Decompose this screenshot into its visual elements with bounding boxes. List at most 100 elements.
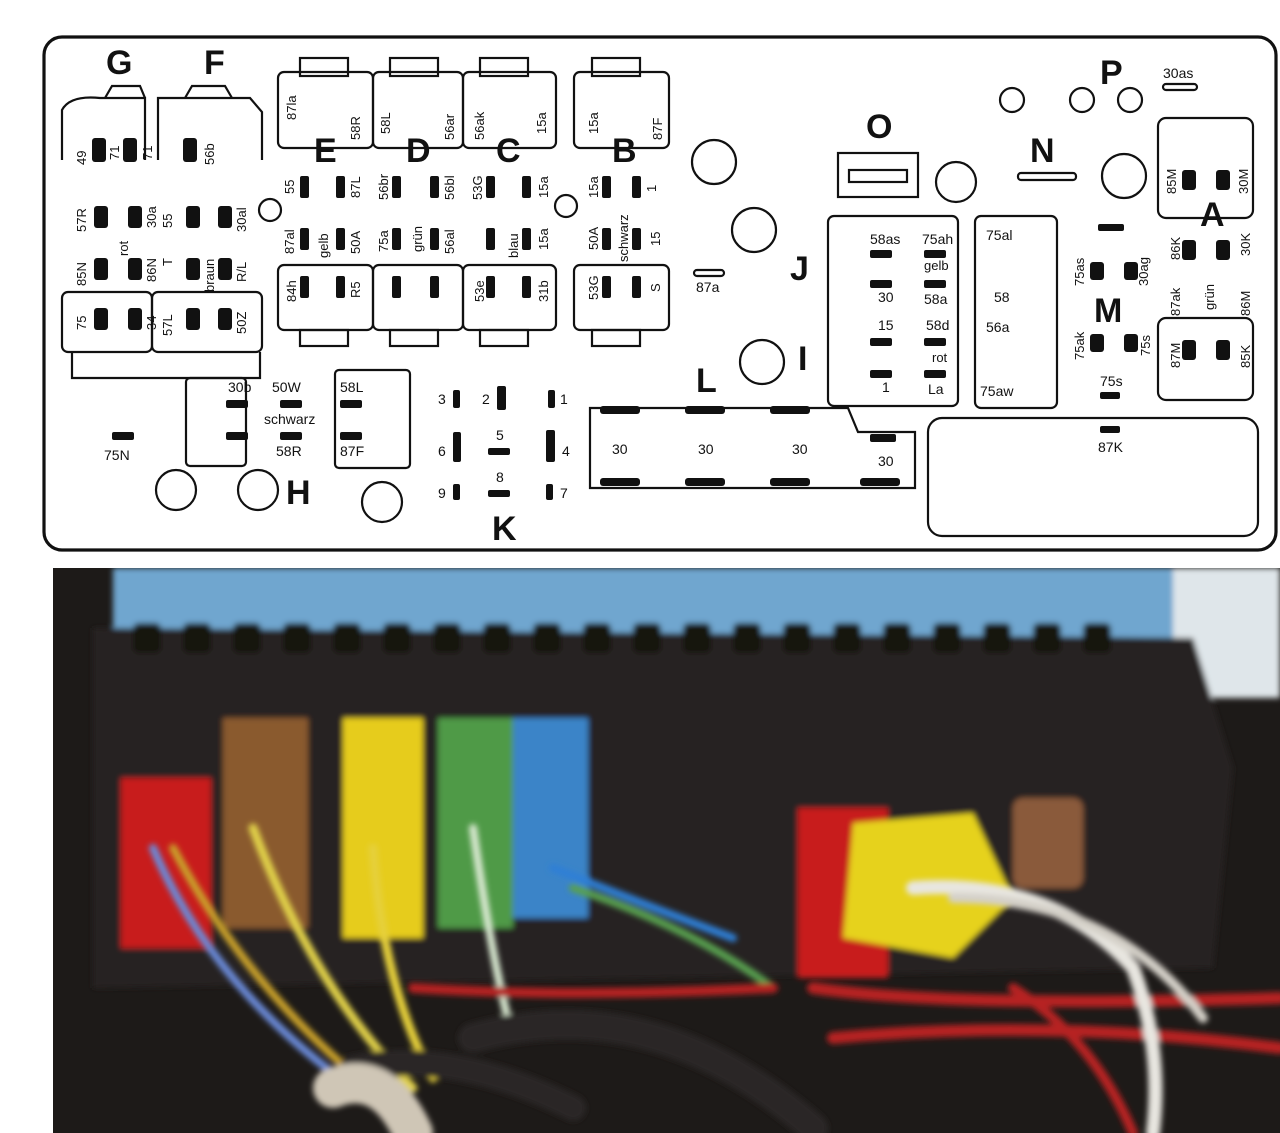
pin-label: 1 xyxy=(882,379,890,395)
pin-label: 87M xyxy=(1168,343,1183,368)
letter-M: M xyxy=(1094,292,1122,330)
pin-label: 50A xyxy=(348,231,363,254)
pin-label: 15a xyxy=(536,228,551,250)
pin-label: 53G xyxy=(470,175,485,200)
pin-label: 30b xyxy=(228,379,252,395)
pin-label: 55 xyxy=(160,214,175,228)
relay-B-top-housing xyxy=(572,70,671,150)
busbar-L xyxy=(588,406,917,490)
relay-H-housing-left xyxy=(184,376,248,468)
hole xyxy=(1100,152,1148,200)
pin-label: 30K xyxy=(1238,233,1253,256)
pin-label: 15 xyxy=(878,317,894,333)
letter-D: D xyxy=(406,132,431,170)
letter-L: L xyxy=(696,362,717,400)
color-label: grün xyxy=(1202,284,1217,310)
letter-G: G xyxy=(106,44,132,82)
terminal xyxy=(186,206,200,228)
letter-J: J xyxy=(790,250,809,288)
pin-label: 57R xyxy=(74,208,89,232)
k-number: 4 xyxy=(562,443,570,459)
pin-label: 50A xyxy=(586,227,601,250)
red-connector xyxy=(121,778,211,948)
hole xyxy=(154,468,198,512)
brown-relay xyxy=(1013,798,1083,888)
pin-label: 15a xyxy=(536,176,551,198)
pin-label: 15a xyxy=(534,112,549,134)
letter-E: E xyxy=(314,132,337,170)
busbar-label: 30 xyxy=(878,453,894,469)
pin-label: 34 xyxy=(144,316,159,330)
color-label: braun xyxy=(202,259,217,292)
hole xyxy=(998,86,1026,114)
letter-H: H xyxy=(286,474,311,512)
pin-label: 75as xyxy=(1072,257,1087,286)
brown-connector xyxy=(223,718,308,928)
color-label: rot xyxy=(932,350,948,365)
letter-O: O xyxy=(866,108,892,146)
terminal xyxy=(218,206,232,228)
relay-O-socket xyxy=(836,151,920,199)
k-number: 7 xyxy=(560,485,568,501)
pin-label: 30ag xyxy=(1136,257,1151,286)
pin-label: 84h xyxy=(284,280,299,302)
hole xyxy=(1116,86,1144,114)
letter-B: B xyxy=(612,132,637,170)
pin-label: 86N xyxy=(144,258,159,282)
pin-label: 58as xyxy=(870,231,900,247)
k-number: 6 xyxy=(438,443,446,459)
pin-label: 56ak xyxy=(472,111,487,140)
pin-label: 87a xyxy=(696,279,720,295)
k-number: 1 xyxy=(560,391,568,407)
relay-D-lower-housing xyxy=(371,263,465,332)
slot-87a xyxy=(692,268,726,278)
pin-label: 56al xyxy=(442,229,457,254)
pin-label: 30as xyxy=(1163,65,1193,81)
pin-label: 58R xyxy=(348,116,363,140)
k-number: 3 xyxy=(438,391,446,407)
pin-label: 75N xyxy=(104,447,130,463)
green-connector xyxy=(438,718,513,928)
relay-J-I-housing xyxy=(826,214,960,408)
terminal xyxy=(94,308,108,330)
letter-K: K xyxy=(492,510,517,548)
relay-right-column-housing xyxy=(973,214,1059,410)
pin-label: 85K xyxy=(1238,345,1253,368)
pin-label: La xyxy=(928,381,944,397)
hole xyxy=(1068,86,1096,114)
terminal xyxy=(128,258,142,280)
color-label: gelb xyxy=(924,258,949,273)
pin-label: 56a xyxy=(986,319,1010,335)
hole xyxy=(730,206,778,254)
pin-label: schwarz xyxy=(264,411,315,427)
terminal xyxy=(218,308,232,330)
pin-label: 75s xyxy=(1100,373,1123,389)
hole xyxy=(257,197,283,223)
pin-label: 30 xyxy=(878,289,894,305)
fuse-box-diagram: G F E D C B O P N A J I M L H K 49 71 71… xyxy=(0,0,1280,560)
photo-svg xyxy=(53,568,1280,1133)
relay-F-housing xyxy=(156,96,264,160)
pin-label: 15a xyxy=(586,176,601,198)
pin-label: 75al xyxy=(986,227,1012,243)
relay-M-housing xyxy=(1156,316,1255,402)
relay-A-housing xyxy=(1156,116,1255,220)
pin-label: 86K xyxy=(1168,237,1183,260)
pin-label: 75aw xyxy=(980,383,1014,399)
k-number: 5 xyxy=(496,427,504,443)
pin-label: 56br xyxy=(376,173,391,200)
pin-label: S xyxy=(648,283,663,292)
terminal xyxy=(183,138,197,162)
pin-label: 87ak xyxy=(1168,287,1183,316)
letter-P: P xyxy=(1100,54,1123,92)
pin-label: 56bl xyxy=(442,175,457,200)
hole xyxy=(236,468,280,512)
terminal xyxy=(123,138,137,162)
pin-label: R/L xyxy=(234,262,249,282)
letter-N: N xyxy=(1030,132,1055,170)
terminal xyxy=(94,206,108,228)
pin-label: 58 xyxy=(994,289,1010,305)
terminal xyxy=(94,258,108,280)
hole xyxy=(738,338,786,386)
pin-label: 53e xyxy=(472,280,487,302)
